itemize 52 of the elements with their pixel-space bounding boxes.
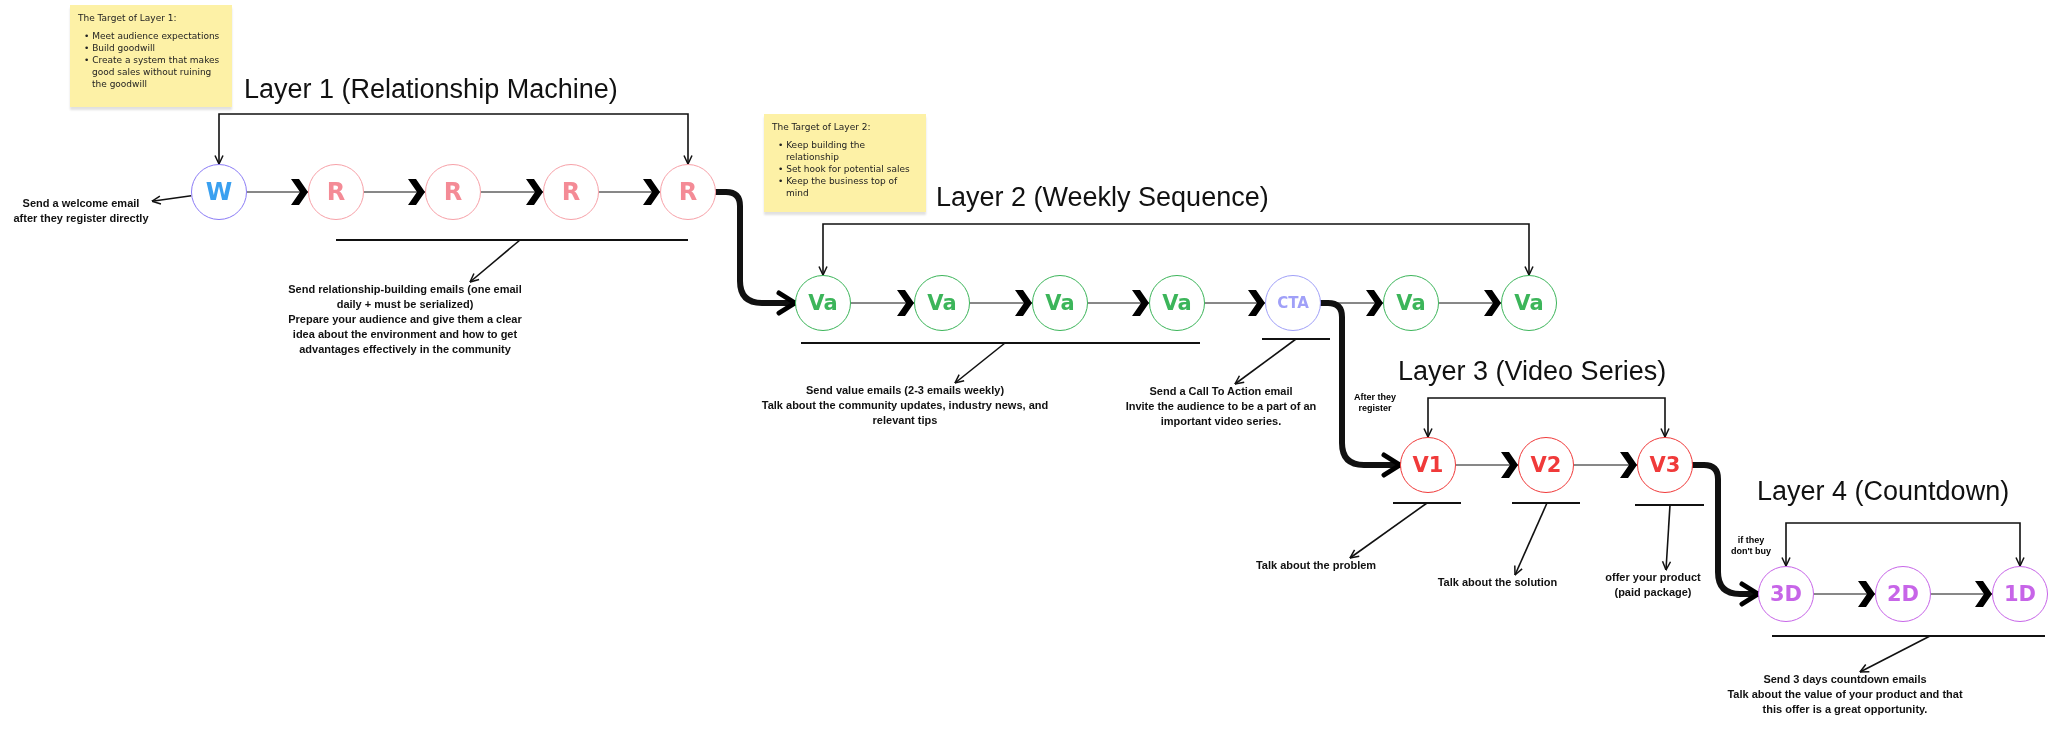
email-circle: R [425, 164, 481, 220]
bracket-arrow [1781, 522, 2025, 567]
email-circle: R [660, 164, 716, 220]
arrow [151, 195, 193, 205]
note-item: • Create a system that makes good sales without ruining the goodwill [84, 54, 221, 90]
layer-title: Layer 3 (Video Series) [1398, 356, 1667, 387]
annotation-text: offer your product (paid package) [1598, 570, 1708, 600]
email-circle: Va [1149, 275, 1205, 331]
leader-line [1859, 635, 1931, 673]
email-circle: Va [1501, 275, 1557, 331]
annotation-text: Send a Call To Action email Invite the audience to be a part of an important video series. [1112, 384, 1330, 429]
annotation-text: Talk about the solution [1430, 575, 1565, 590]
annotation-text: Send value emails (2-3 emails weekly) Talk about the community updates, industry news, and relevant tips [760, 383, 1050, 428]
email-circle: 3D [1758, 566, 1814, 622]
email-circle: CTA [1265, 275, 1321, 331]
email-circle: 1D [1992, 566, 2048, 622]
email-circle: W [191, 164, 247, 220]
annotation-text: Send a welcome email after they register directly [10, 196, 152, 226]
email-circle: 2D [1875, 566, 1931, 622]
layer-title: Layer 1 (Relationship Machine) [244, 74, 618, 105]
note-item: • Meet audience expectations [84, 30, 221, 42]
note-item: • Set hook for potential sales [778, 163, 911, 175]
note-item: • Build goodwill [84, 42, 156, 54]
email-circle: V3 [1637, 437, 1693, 493]
layer-title: Layer 2 (Weekly Sequence) [936, 182, 1269, 213]
leader-line [1349, 502, 1428, 559]
note-heading: The Target of Layer 1: [78, 13, 178, 23]
email-circle: Va [1383, 275, 1439, 331]
leader-line [1661, 504, 1672, 571]
leader-line [954, 342, 1006, 384]
annotation-text: Send relationship-building emails (one email daily + must be serialized) Prepare your audience and give them a clear idea about the environment and how to get advantages effectively in the community [285, 282, 525, 357]
leader-line [1514, 502, 1548, 576]
layer-title: Layer 4 (Countdown) [1757, 476, 2010, 507]
email-circle: V1 [1400, 437, 1456, 493]
bracket-arrow [214, 113, 693, 165]
leader-line [1234, 338, 1297, 385]
bracket-arrow [1423, 397, 1670, 438]
bracket-arrow [818, 223, 1534, 276]
leader-line [469, 239, 521, 283]
email-circle: V2 [1518, 437, 1574, 493]
annotation-text: Talk about the problem [1248, 558, 1384, 573]
sticky-note [70, 5, 232, 107]
annotation-text: Send 3 days countdown emails Talk about the value of your product and that this offer is a great opportunity. [1722, 672, 1968, 717]
sticky-note [764, 114, 926, 212]
note-item: • Keep the business top of mind [778, 175, 899, 199]
email-circle: Va [914, 275, 970, 331]
email-circle: Va [795, 275, 851, 331]
note-item: • Keep building the relationship [778, 139, 866, 163]
email-circle: Va [1032, 275, 1088, 331]
email-circle: R [543, 164, 599, 220]
email-circle: R [308, 164, 364, 220]
note-heading: The Target of Layer 2: [772, 122, 872, 132]
